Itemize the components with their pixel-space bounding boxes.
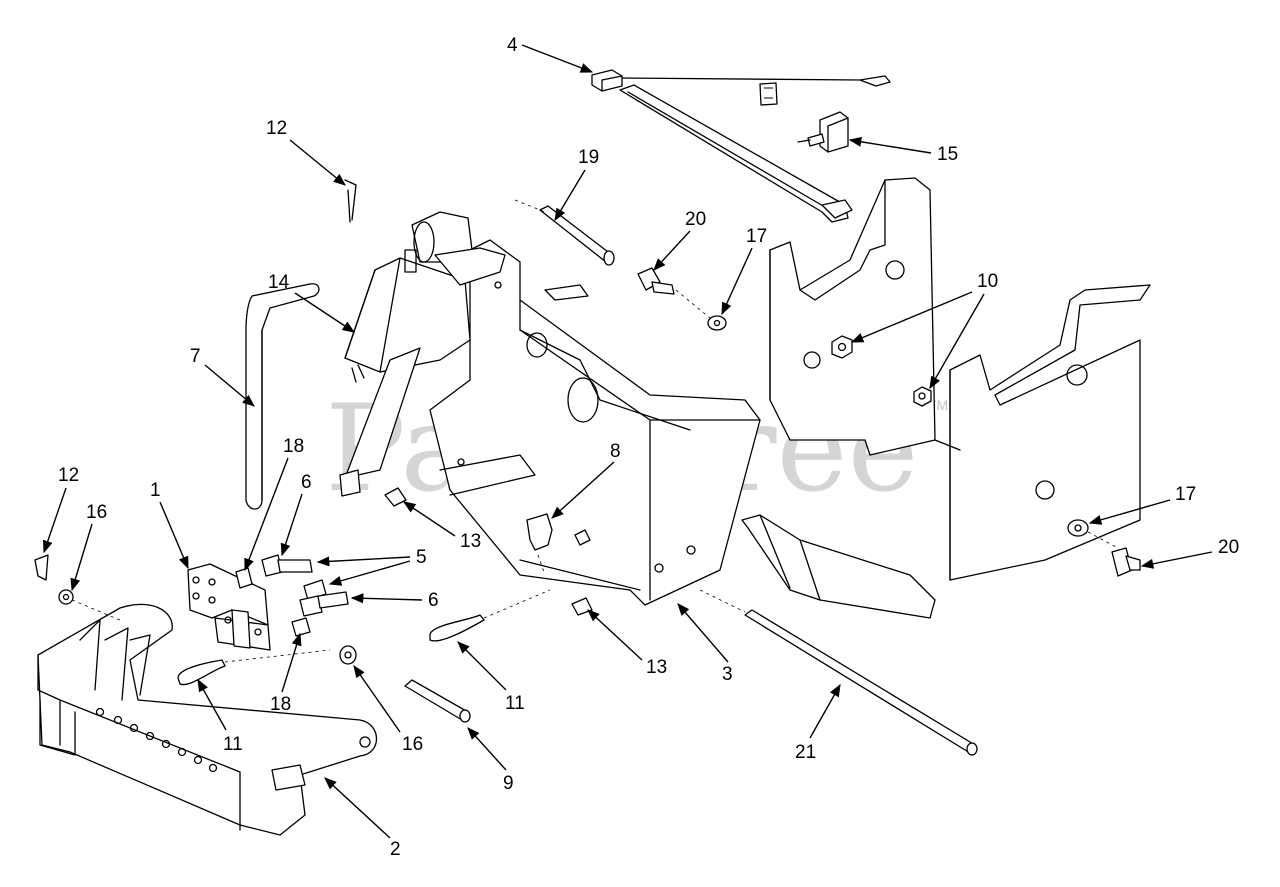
part-hex-nut-10[interactable]	[831, 335, 932, 407]
callout-3: 3	[677, 603, 733, 685]
callout-21: 21	[795, 683, 841, 763]
callout-5: 5	[316, 547, 427, 586]
svg-text:21: 21	[795, 742, 816, 763]
callout-10: 10	[850, 271, 998, 390]
callout-20-lower: 20	[1140, 537, 1239, 569]
svg-text:13: 13	[460, 531, 481, 552]
part-rod-21[interactable]	[699, 589, 978, 756]
callout-11-right: 11	[457, 641, 525, 714]
callout-6-lower: 6	[350, 590, 439, 611]
svg-text:6: 6	[301, 472, 312, 493]
svg-text:20: 20	[1218, 537, 1239, 558]
callout-2: 2	[324, 777, 401, 860]
callout-16-right: 16	[353, 664, 423, 755]
callout-17-upper: 17	[721, 226, 767, 316]
part-hitch[interactable]	[37, 603, 377, 836]
part-washer-17-upper[interactable]	[707, 315, 727, 331]
callout-7: 7	[190, 346, 255, 407]
callout-16-left: 16	[70, 502, 107, 592]
callout-12-upper: 12	[266, 118, 346, 186]
part-cotter-pins[interactable]	[34, 179, 593, 686]
svg-text:5: 5	[416, 547, 427, 568]
callout-14: 14	[268, 272, 356, 333]
callout-9: 9	[467, 727, 514, 794]
part-bracket-1[interactable]	[187, 563, 271, 651]
part-bolts-5-6-18[interactable]	[235, 554, 349, 637]
part-washers-and-pins[interactable]	[58, 513, 1141, 665]
svg-text:13: 13	[646, 657, 667, 678]
svg-text:15: 15	[937, 144, 958, 165]
callout-19: 19	[554, 147, 599, 222]
svg-text:17: 17	[746, 226, 767, 247]
part-pin-19[interactable]	[514, 199, 615, 266]
part-actuator[interactable]	[339, 211, 506, 497]
svg-text:18: 18	[283, 436, 304, 457]
part-wire-harness[interactable]	[591, 69, 891, 223]
svg-text:14: 14	[268, 272, 290, 293]
svg-text:7: 7	[190, 346, 201, 367]
svg-text:6: 6	[428, 590, 439, 611]
svg-text:17: 17	[1175, 484, 1196, 505]
callout-12-lower: 12	[42, 465, 79, 554]
callout-17-lower: 17	[1088, 484, 1196, 525]
svg-text:9: 9	[503, 773, 514, 794]
part-main-bracket[interactable]	[429, 239, 761, 606]
part-frame-plates[interactable]	[741, 177, 1151, 619]
part-bolt-20-upper[interactable]	[637, 267, 711, 319]
svg-text:18: 18	[270, 694, 291, 715]
svg-text:11: 11	[505, 693, 525, 714]
svg-text:4: 4	[507, 35, 518, 56]
callout-4: 4	[507, 35, 594, 73]
callout-8: 8	[551, 441, 621, 519]
callout-1: 1	[150, 480, 189, 570]
svg-text:8: 8	[610, 441, 621, 462]
part-switch[interactable]	[797, 111, 849, 153]
svg-text:10: 10	[977, 271, 998, 292]
callout-11-left: 11	[197, 678, 243, 755]
callout-18-lower: 18	[270, 632, 302, 715]
svg-text:2: 2	[390, 839, 401, 860]
svg-text:16: 16	[86, 502, 107, 523]
part-pin-9[interactable]	[404, 679, 471, 723]
callout-13-upper: 13	[402, 501, 481, 552]
svg-text:1: 1	[150, 480, 161, 501]
callout-6-upper: 6	[280, 472, 312, 557]
svg-text:20: 20	[685, 209, 706, 230]
svg-text:16: 16	[402, 734, 423, 755]
callout-15: 15	[848, 136, 958, 165]
callout-13-lower: 13	[587, 609, 667, 678]
svg-text:11: 11	[223, 734, 243, 755]
svg-text:19: 19	[578, 147, 599, 168]
svg-text:12: 12	[266, 118, 287, 139]
callout-18-upper: 18	[244, 436, 304, 572]
part-handle[interactable]	[245, 283, 320, 510]
svg-text:12: 12	[58, 465, 79, 486]
svg-text:3: 3	[722, 664, 733, 685]
callout-20-upper: 20	[653, 209, 706, 271]
